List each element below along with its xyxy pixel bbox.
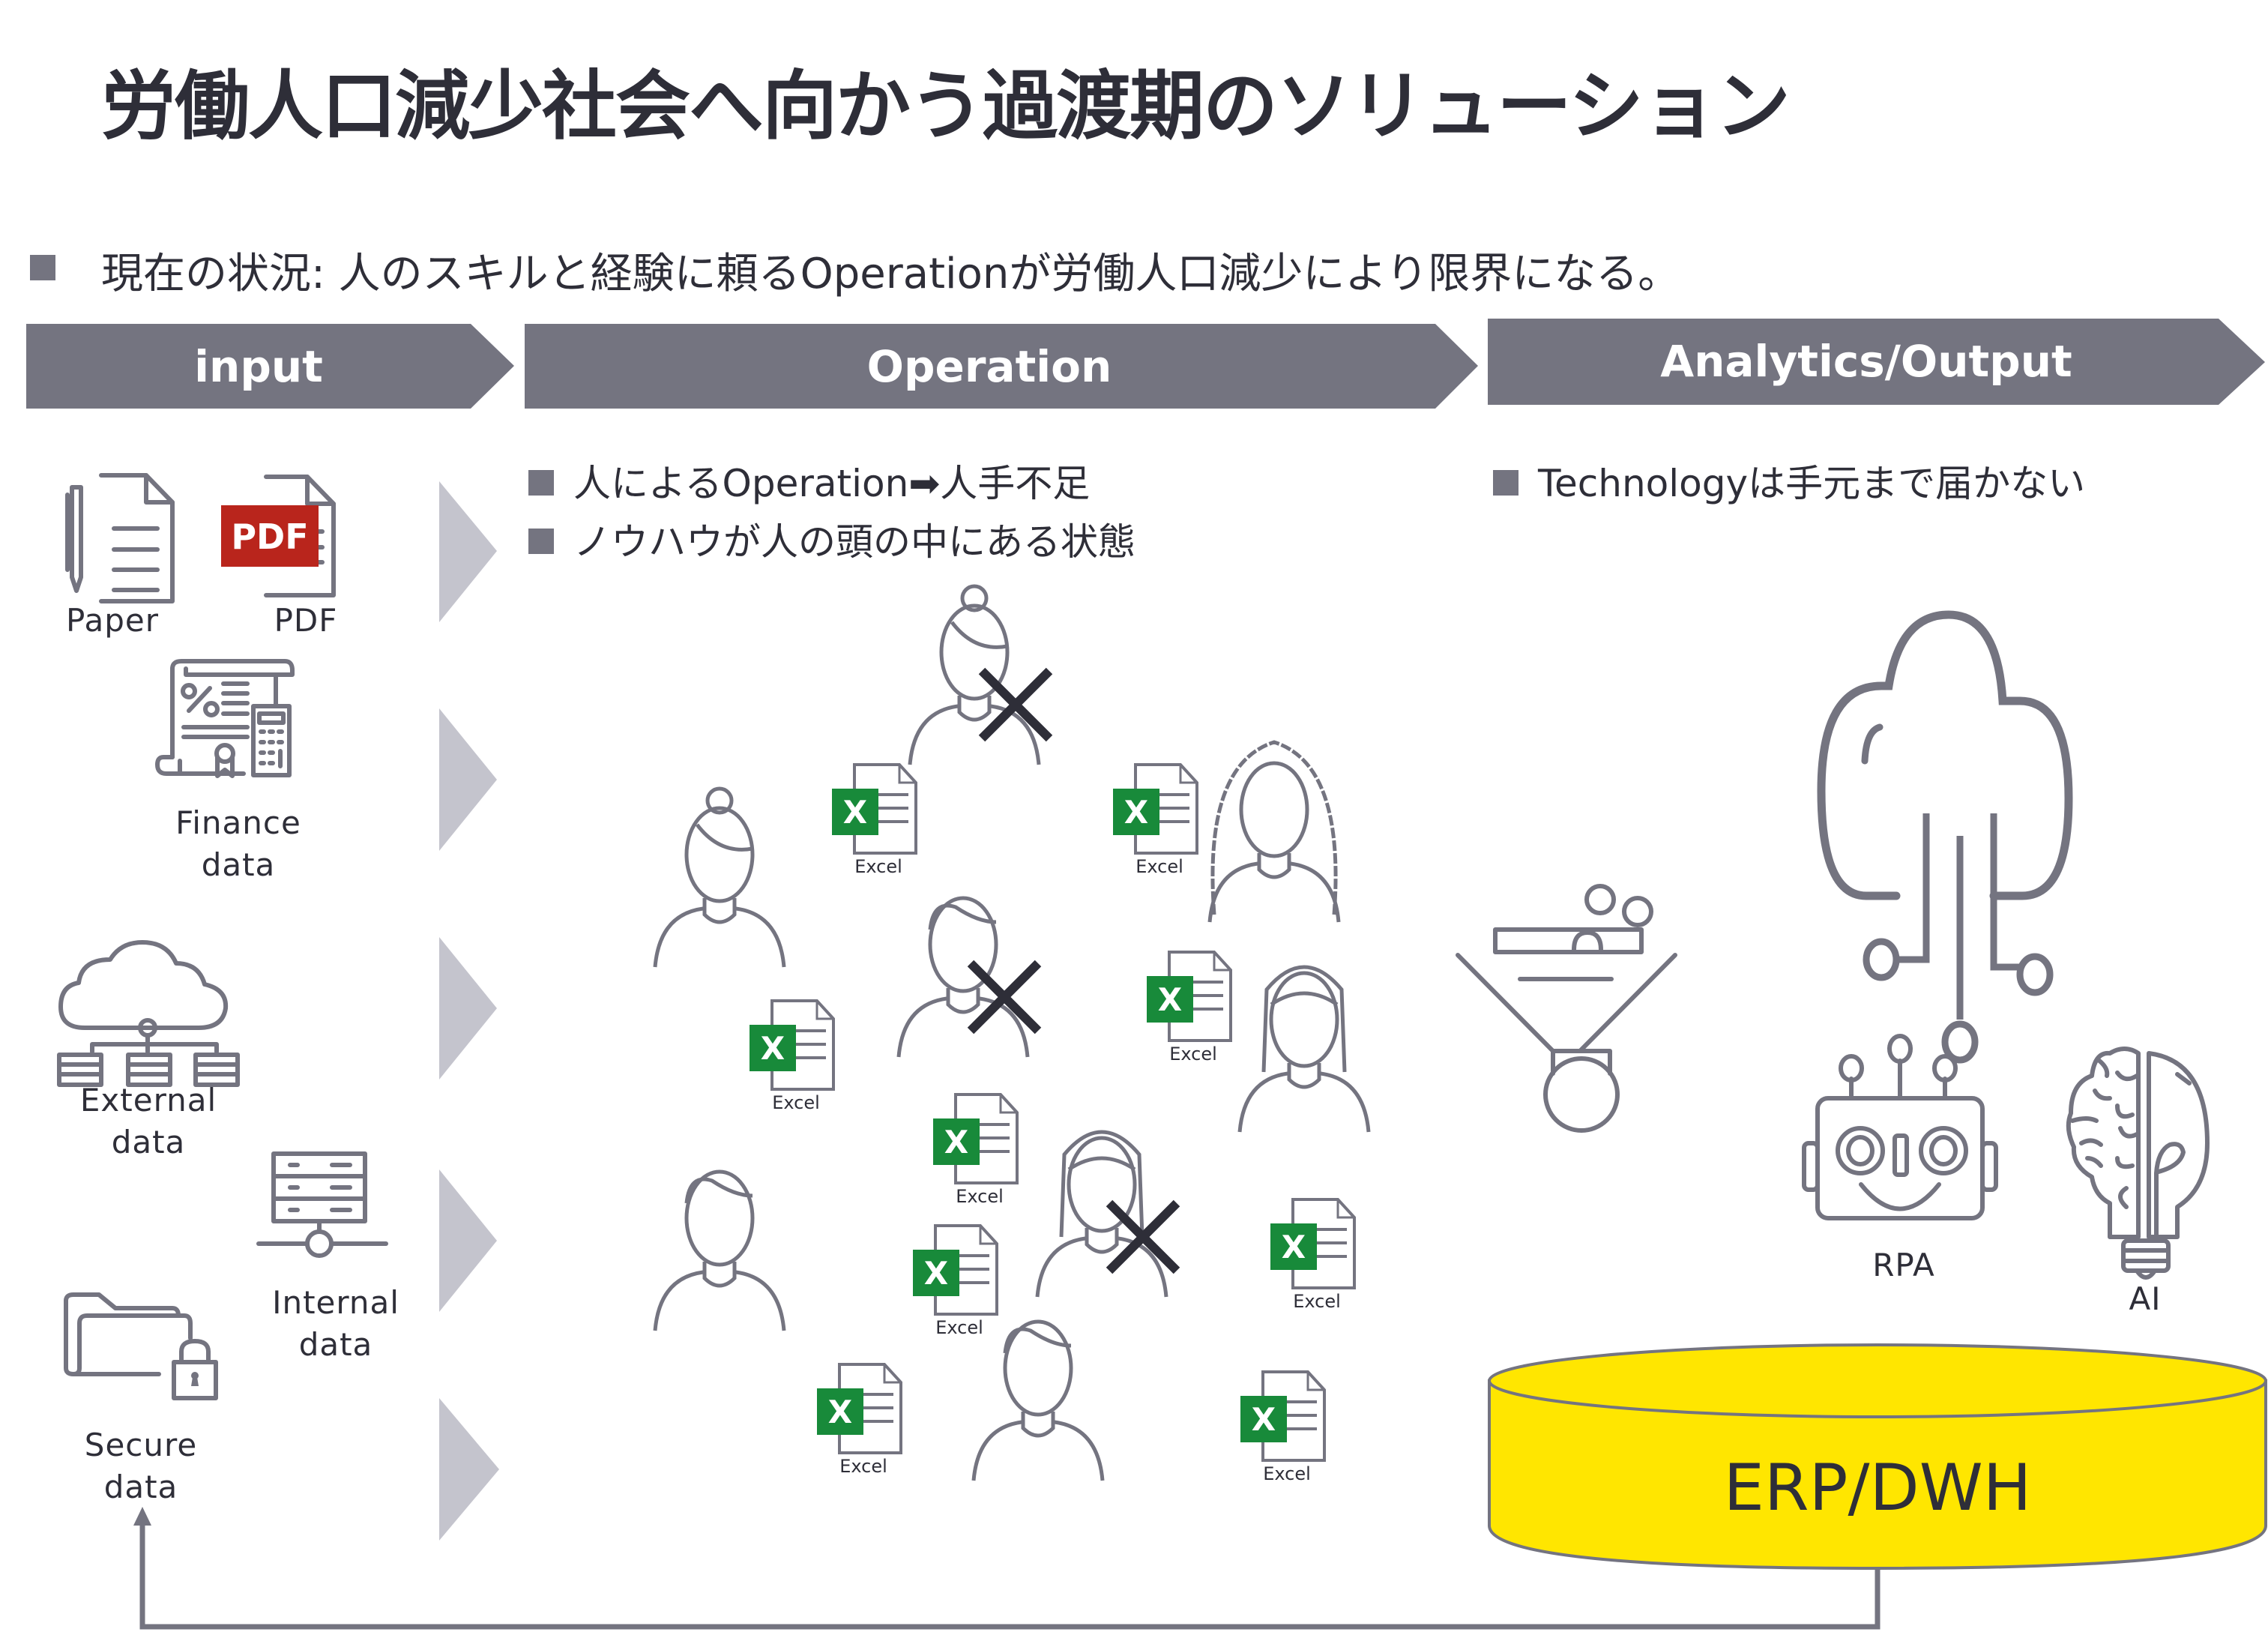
- source-label-internal: Internal data: [272, 1284, 399, 1363]
- excel-badge-text: X: [843, 794, 867, 831]
- pdf-document-icon: PDF: [221, 475, 336, 597]
- source-label-pdf: PDF: [274, 602, 338, 639]
- feedback-arrow-head: [133, 1507, 151, 1526]
- stage-label-analytics: Analytics/Output: [1660, 336, 2072, 387]
- flow-arrow: [439, 1398, 499, 1541]
- bullet-marker: [528, 470, 554, 496]
- cloud-network-icon: [1817, 610, 2073, 1064]
- excel-file-icon: X: [933, 1093, 1019, 1184]
- flow-arrow: [439, 937, 497, 1080]
- excel-badge-text: X: [1158, 981, 1182, 1018]
- stage-label-input: input: [194, 341, 323, 392]
- excel-badge-text: X: [1124, 794, 1148, 831]
- current-situation-text: 現在の状況: 人のスキルと経験に頼るOperationが労働人口減少により限界に…: [101, 250, 1680, 298]
- funnel-icon: [1456, 884, 1677, 1133]
- erp-cylinder-top: [1488, 1343, 2267, 1418]
- excel-file-icon: X: [1270, 1198, 1356, 1289]
- cross-mark-icon: [1106, 1199, 1180, 1274]
- cross-mark-icon: [967, 960, 1042, 1035]
- tool-label-rpa: RPA: [1872, 1247, 1935, 1283]
- stage-label-operation: Operation: [866, 341, 1112, 392]
- operation-bullet-2: ノウハウが人の頭の中にある状態: [573, 520, 1135, 564]
- operation-bullet-1: 人によるOperation➡人手不足: [573, 462, 1091, 505]
- excel-file-icon: X: [1113, 763, 1198, 855]
- source-label-secure: Secure data: [84, 1427, 198, 1505]
- excel-file-icon: X: [832, 763, 917, 855]
- excel-badge-text: X: [924, 1255, 948, 1292]
- excel-file-icon: X: [817, 1363, 902, 1454]
- woman-bun-icon: [908, 584, 1041, 765]
- excel-file-label: Excel: [839, 1456, 887, 1477]
- stage-bar-operation: [525, 324, 1478, 409]
- excel-badge-text: X: [944, 1124, 968, 1160]
- excel-file-icon: X: [1240, 1370, 1326, 1462]
- pdf-badge-text: PDF: [231, 517, 308, 557]
- excel-file-label: Excel: [772, 1092, 820, 1113]
- excel-file-label: Excel: [1135, 856, 1183, 877]
- man-icon: [971, 1319, 1105, 1481]
- excel-badge-text: X: [761, 1030, 785, 1067]
- woman-curly-hair-icon: [1207, 740, 1341, 923]
- excel-file-label: Excel: [1293, 1291, 1341, 1312]
- stage-bar-input: [26, 324, 514, 409]
- source-label-paper: Paper: [66, 602, 159, 639]
- excel-badge-text: X: [828, 1394, 852, 1430]
- excel-file-icon: X: [913, 1224, 998, 1316]
- bullet-marker: [30, 255, 55, 280]
- cross-mark-icon: [978, 667, 1053, 742]
- excel-file-icon: X: [1147, 951, 1232, 1042]
- cloud-servers-icon: [57, 940, 240, 1087]
- man-icon: [653, 1169, 786, 1331]
- robot-icon: [1802, 1034, 1998, 1220]
- bullet-marker: [1493, 470, 1518, 496]
- analytics-bullet-1: Technologyは手元まで届かない: [1538, 462, 2086, 505]
- flow-arrow: [439, 1169, 497, 1312]
- excel-file-label: Excel: [1263, 1463, 1311, 1484]
- woman-bob-icon: [1035, 1130, 1168, 1298]
- erp-dwh-label: ERP/DWH: [1723, 1451, 2032, 1526]
- locked-folder-icon: [64, 1292, 218, 1400]
- bullet-marker: [528, 529, 554, 554]
- flow-arrow: [439, 708, 497, 851]
- source-label-finance: Finance data: [175, 804, 301, 883]
- excel-file-label: Excel: [956, 1186, 1004, 1207]
- woman-bun-icon: [653, 786, 786, 968]
- excel-file-label: Excel: [854, 856, 902, 877]
- source-label-external: External data: [79, 1082, 217, 1160]
- excel-badge-text: X: [1282, 1229, 1306, 1265]
- tool-label-ai: AI: [2129, 1280, 2162, 1317]
- excel-file-label: Excel: [935, 1317, 983, 1338]
- excel-file-label: Excel: [1169, 1044, 1217, 1065]
- flow-arrow: [439, 481, 497, 622]
- page-title: 労働人口減少社会へ向かう過渡期のソリューション: [101, 62, 1791, 150]
- pdf-badge: [221, 505, 319, 567]
- excel-badge-text: X: [1252, 1401, 1276, 1438]
- stage-bar-analytics: [1488, 319, 2265, 405]
- finance-document-calculator-icon: [155, 659, 295, 778]
- excel-file-icon: X: [750, 999, 835, 1091]
- brain-bulb-icon: [2066, 1047, 2210, 1280]
- woman-long-hair-icon: [1237, 965, 1371, 1133]
- man-icon: [896, 896, 1030, 1058]
- server-network-icon: [256, 1151, 388, 1258]
- paper-document-icon: [65, 473, 175, 603]
- feedback-arrow-line: [139, 1522, 1881, 1630]
